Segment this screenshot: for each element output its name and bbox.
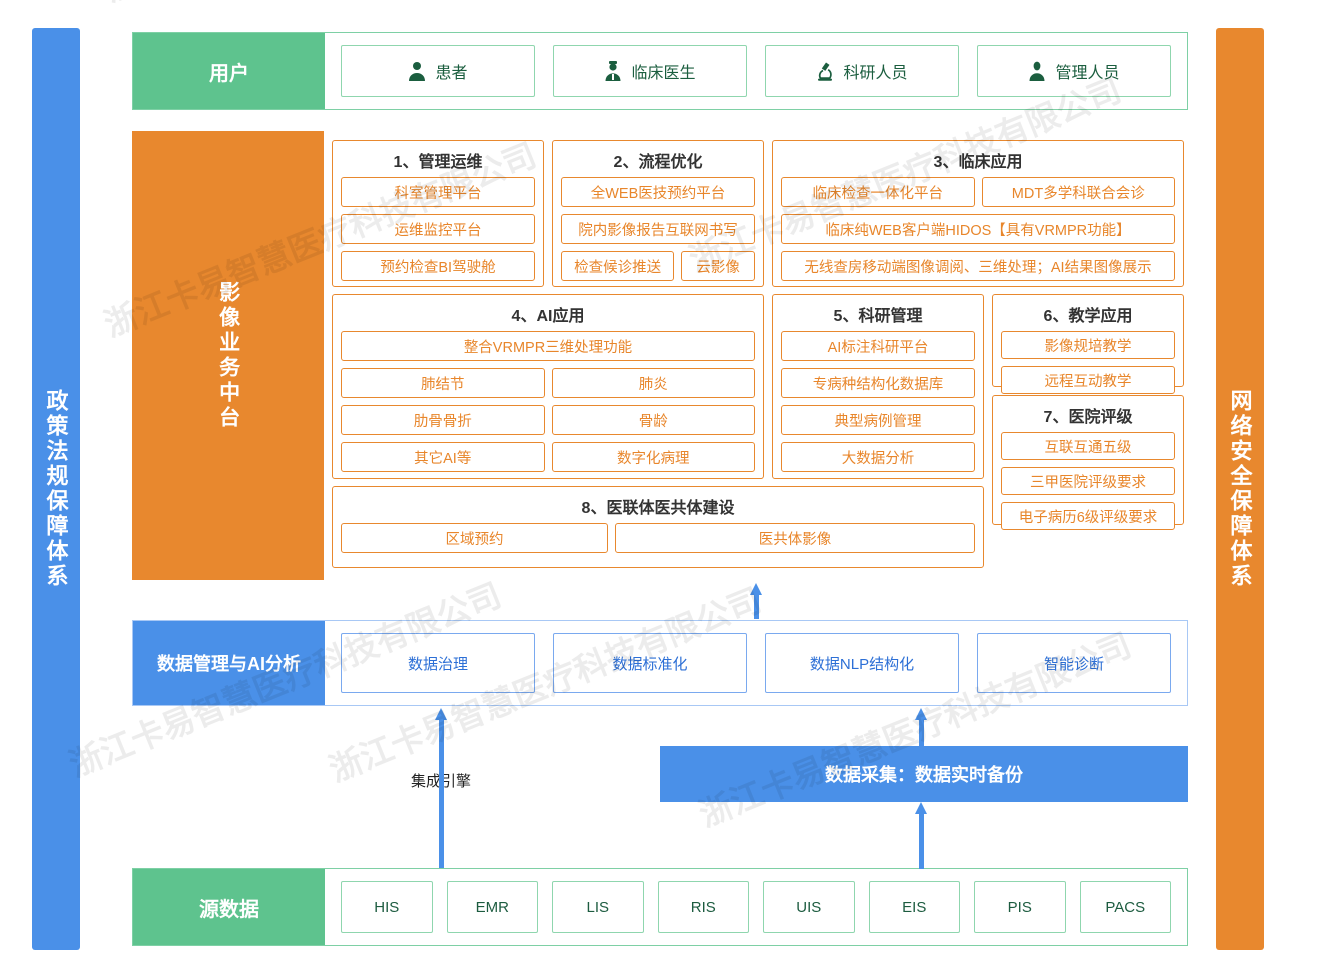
user-item-clinician[interactable]: 临床医生 xyxy=(553,45,747,97)
group-clinical-application: 3、临床应用 临床检查一体化平台 MDT多学科联合会诊 临床纯WEB客户端HID… xyxy=(772,140,1184,287)
chip-item[interactable]: AI标注科研平台 xyxy=(781,331,975,361)
group-research-management: 5、科研管理 AI标注科研平台 专病种结构化数据库 典型病例管理 大数据分析 xyxy=(772,294,984,479)
chip-item[interactable]: 预约检查BI驾驶舱 xyxy=(341,251,535,281)
user-item-label: 患者 xyxy=(435,65,468,82)
chip-item[interactable]: 典型病例管理 xyxy=(781,405,975,435)
group-title: 7、医院评级 xyxy=(1043,409,1133,426)
arrow-source-to-collection xyxy=(915,802,928,869)
arrow-collection-to-dm xyxy=(915,708,928,748)
group-title: 4、AI应用 xyxy=(511,308,585,325)
dm-item-governance[interactable]: 数据治理 xyxy=(341,633,535,693)
chip-item[interactable]: 整合VRMPR三维处理功能 xyxy=(341,331,755,361)
chip-item[interactable]: 电子病历6级评级要求 xyxy=(1001,502,1175,530)
group-ai-application: 4、AI应用 整合VRMPR三维处理功能 肺结节 肺炎 肋骨骨折 骨龄 其它AI… xyxy=(332,294,764,479)
chip-item[interactable]: 其它AI等 xyxy=(341,442,545,472)
arrow-integration-engine xyxy=(435,708,448,868)
group-title: 8、医联体医共体建设 xyxy=(581,500,735,517)
dm-item-nlp[interactable]: 数据NLP结构化 xyxy=(765,633,959,693)
chip-item[interactable]: 院内影像报告互联网书写 xyxy=(561,214,755,244)
watermark-text: 浙江卡易智慧医疗科技有限公司 xyxy=(96,0,542,11)
chip-item[interactable]: 全WEB医技预约平台 xyxy=(561,177,755,207)
source-item-lis[interactable]: LIS xyxy=(552,881,644,933)
chip-item[interactable]: 影像规培教学 xyxy=(1001,331,1175,359)
source-item-eis[interactable]: EIS xyxy=(868,881,960,933)
source-item-pis[interactable]: PIS xyxy=(974,881,1066,933)
chip-item[interactable]: 临床纯WEB客户端HIDOS【具有VRMPR功能】 xyxy=(781,214,1175,244)
user-item-patient[interactable]: 患者 xyxy=(341,45,535,97)
doctor-icon xyxy=(604,61,622,81)
chip-item[interactable]: 运维监控平台 xyxy=(341,214,535,244)
user-item-administrator[interactable]: 管理人员 xyxy=(977,45,1171,97)
chip-item[interactable]: 互联互通五级 xyxy=(1001,432,1175,460)
policy-regulation-pillar: 政策法规保障体系 xyxy=(32,28,80,950)
imaging-platform-label-text: 影像业务中台 xyxy=(216,280,240,431)
chip-item[interactable]: 检查候诊推送 xyxy=(561,251,675,281)
group-management-ops: 1、管理运维 科室管理平台 运维监控平台 预约检查BI驾驶舱 xyxy=(332,140,544,287)
chip-item[interactable]: 肺炎 xyxy=(551,368,755,398)
source-item-uis[interactable]: UIS xyxy=(763,881,855,933)
chip-item[interactable]: 肋骨骨折 xyxy=(341,405,545,435)
group-title: 2、流程优化 xyxy=(613,154,703,171)
imaging-platform-label: 影像业务中台 xyxy=(132,131,324,580)
chip-item[interactable]: 区域预约 xyxy=(341,523,609,553)
dm-item-standardize[interactable]: 数据标准化 xyxy=(553,633,747,693)
users-row-body: 患者 临床医生 科研人员 管理人员 xyxy=(325,33,1187,109)
chip-item[interactable]: 大数据分析 xyxy=(781,442,975,472)
source-data-label: 源数据 xyxy=(133,869,325,945)
user-item-label: 临床医生 xyxy=(631,65,696,82)
group-title: 5、科研管理 xyxy=(833,308,923,325)
microscope-icon xyxy=(816,61,834,81)
chip-item[interactable]: 骨龄 xyxy=(551,405,755,435)
person-tie-icon xyxy=(1028,61,1046,81)
chip-item[interactable]: 无线查房移动端图像调阅、三维处理；AI结果图像展示 xyxy=(781,251,1175,281)
chip-item[interactable]: 科室管理平台 xyxy=(341,177,535,207)
group-hospital-rating: 7、医院评级 互联互通五级 三甲医院评级要求 电子病历6级评级要求 xyxy=(992,395,1184,530)
source-item-pacs[interactable]: PACS xyxy=(1079,881,1171,933)
chip-item[interactable]: MDT多学科联合会诊 xyxy=(981,177,1175,207)
data-management-body: 数据治理 数据标准化 数据NLP结构化 智能诊断 xyxy=(325,621,1187,705)
user-item-label: 管理人员 xyxy=(1055,65,1120,82)
person-icon xyxy=(408,61,426,81)
source-item-emr[interactable]: EMR xyxy=(446,881,538,933)
group-title: 6、教学应用 xyxy=(1043,308,1133,325)
arrow-up-to-platform xyxy=(750,583,763,619)
group-process-optimization: 2、流程优化 全WEB医技预约平台 院内影像报告互联网书写 检查候诊推送 云影像 xyxy=(552,140,764,287)
source-data-body: HIS EMR LIS RIS UIS EIS PIS PACS xyxy=(325,869,1187,945)
data-management-label: 数据管理与AI分析 xyxy=(133,621,325,705)
chip-item[interactable]: 三甲医院评级要求 xyxy=(1001,467,1175,495)
network-security-pillar: 网络安全保障体系 xyxy=(1216,28,1264,950)
source-data-row: 源数据 HIS EMR LIS RIS UIS EIS PIS PACS xyxy=(132,868,1188,946)
chip-item[interactable]: 专病种结构化数据库 xyxy=(781,368,975,398)
source-item-ris[interactable]: RIS xyxy=(657,881,749,933)
users-row: 用户 患者 临床医生 科研人员 管理人员 xyxy=(132,32,1188,110)
data-collection-label: 数据采集：数据实时备份 xyxy=(825,765,1023,785)
chip-item[interactable]: 临床检查一体化平台 xyxy=(781,177,975,207)
data-management-row: 数据管理与AI分析 数据治理 数据标准化 数据NLP结构化 智能诊断 xyxy=(132,620,1188,706)
chip-item[interactable]: 远程互动教学 xyxy=(1001,366,1175,394)
group-title: 1、管理运维 xyxy=(393,154,483,171)
imaging-platform-row: 影像业务中台 1、管理运维 科室管理平台 运维监控平台 预约检查BI驾驶舱 2、… xyxy=(132,131,1188,580)
policy-regulation-label: 政策法规保障体系 xyxy=(43,389,69,589)
user-item-researcher[interactable]: 科研人员 xyxy=(765,45,959,97)
network-security-label: 网络安全保障体系 xyxy=(1227,389,1253,589)
chip-item[interactable]: 医共体影像 xyxy=(615,523,975,553)
imaging-platform-body: 1、管理运维 科室管理平台 运维监控平台 预约检查BI驾驶舱 2、流程优化 全W… xyxy=(324,131,1188,580)
source-item-his[interactable]: HIS xyxy=(341,881,433,933)
dm-item-diagnosis[interactable]: 智能诊断 xyxy=(977,633,1171,693)
user-item-label: 科研人员 xyxy=(843,65,908,82)
data-collection-bar: 数据采集：数据实时备份 xyxy=(660,746,1188,802)
group-medical-alliance: 8、医联体医共体建设 区域预约 医共体影像 xyxy=(332,486,984,568)
chip-item[interactable]: 云影像 xyxy=(681,251,755,281)
chip-item[interactable]: 数字化病理 xyxy=(551,442,755,472)
users-row-label: 用户 xyxy=(133,33,325,109)
group-teaching-application: 6、教学应用 影像规培教学 远程互动教学 xyxy=(992,294,1184,394)
group-title: 3、临床应用 xyxy=(933,154,1023,171)
chip-item[interactable]: 肺结节 xyxy=(341,368,545,398)
